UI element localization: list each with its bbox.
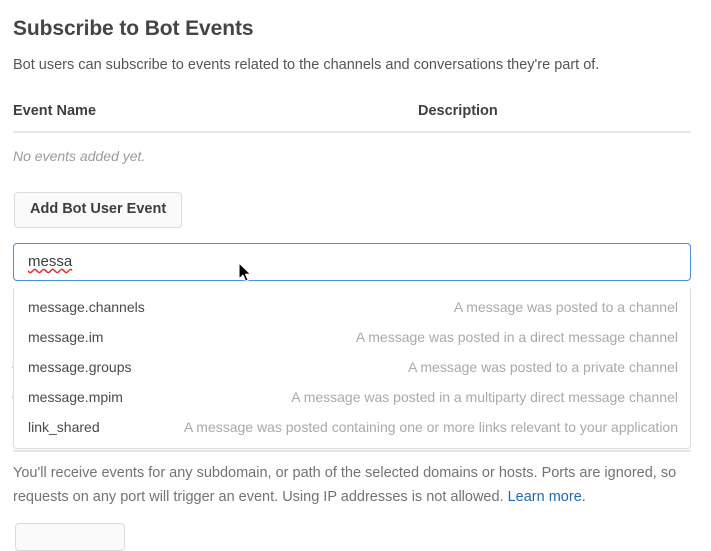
option-description: A message was posted in a direct message…	[355, 329, 678, 345]
partial-bottom-button[interactable]	[15, 523, 125, 551]
option-description: A message was posted containing one or m…	[183, 419, 678, 435]
option-name: message.im	[28, 329, 104, 345]
event-search-input[interactable]	[13, 243, 691, 281]
option-name: message.groups	[28, 359, 132, 375]
table-header-row: Event Name Description	[13, 103, 691, 133]
add-bot-user-event-button[interactable]: Add Bot User Event	[14, 192, 183, 228]
option-name: message.mpim	[28, 389, 123, 405]
option-name: link_shared	[28, 419, 100, 435]
event-suggestions-dropdown[interactable]: message.channels A message was posted to…	[13, 288, 691, 449]
table-empty-message: No events added yet.	[13, 148, 146, 164]
learn-more-link[interactable]: Learn more.	[507, 489, 586, 505]
section-divider	[13, 450, 691, 452]
option-description: A message was posted to a channel	[453, 299, 678, 315]
obscured-text-row-1: .	[11, 355, 15, 371]
option-name: message.channels	[28, 299, 145, 315]
list-item[interactable]: link_shared A message was posted contain…	[14, 412, 690, 442]
option-description: A message was posted in a multiparty dir…	[291, 389, 678, 405]
footer-note-text: You'll receive events for any subdomain,…	[13, 465, 677, 505]
column-header-event-name: Event Name	[13, 103, 97, 119]
column-header-description: Description	[418, 103, 498, 119]
bot-events-page: Subscribe to Bot Events Bot users can su…	[11, 17, 691, 551]
footer-note: You'll receive events for any subdomain,…	[13, 461, 691, 509]
page-title: Subscribe to Bot Events	[13, 17, 254, 40]
list-item[interactable]: message.channels A message was posted to…	[14, 292, 690, 322]
event-table: Event Name Description No events added y…	[13, 103, 691, 164]
list-item[interactable]: message.im A message was posted in a dir…	[14, 322, 690, 352]
page-description: Bot users can subscribe to events relate…	[13, 57, 600, 73]
option-description: A message was posted to a private channe…	[407, 359, 678, 375]
obscured-text-row-2: .	[11, 385, 15, 401]
list-item[interactable]: message.groups A message was posted to a…	[14, 352, 690, 382]
list-item[interactable]: message.mpim A message was posted in a m…	[14, 382, 690, 412]
